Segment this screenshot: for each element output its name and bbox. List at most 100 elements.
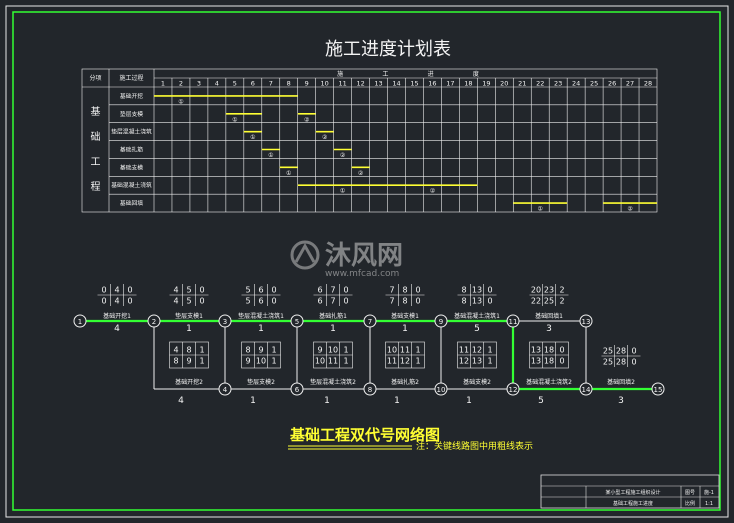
task-label: 基础开挖 [120, 92, 143, 100]
header-day-number: 23 [554, 80, 562, 88]
network-node [651, 382, 665, 396]
time-param-value: 11 [400, 346, 410, 355]
time-param-box [241, 341, 281, 369]
time-param-value: 0 [101, 297, 106, 306]
activity-duration: 1 [394, 396, 400, 406]
time-param-value: 1 [199, 346, 204, 355]
time-param-value: 8 [402, 297, 407, 306]
network-node [73, 314, 87, 328]
time-param-value: 1 [487, 357, 492, 366]
network-node [290, 382, 304, 396]
time-param-value: 8 [186, 346, 191, 355]
time-param-box [169, 341, 209, 369]
network-title: 基础工程双代号网络图 [289, 426, 440, 444]
network-node-label: 7 [368, 318, 372, 326]
activity-duration: 1 [330, 324, 336, 334]
header-duration-char: 工 [382, 71, 388, 78]
time-param-value: 6 [258, 286, 263, 295]
network-note: 注：关键线路图中用粗线表示 [416, 440, 533, 452]
header-day-number: 13 [374, 80, 382, 88]
time-param-value: 0 [415, 286, 420, 295]
header-day-number: 15 [410, 80, 418, 88]
network-node-label: 4 [223, 386, 228, 394]
header-day-number: 16 [428, 80, 436, 88]
header-day-number: 8 [287, 80, 291, 88]
time-param-value: 13 [472, 286, 482, 295]
time-param-value: 25 [603, 347, 613, 356]
activity-label: 基础回填1 [535, 312, 563, 320]
header-day-number: 28 [644, 80, 652, 88]
time-param-value: 12 [459, 357, 469, 366]
header-task: 施工过程 [119, 74, 143, 82]
network-node-label: 12 [509, 386, 518, 394]
time-param-value: 12 [472, 346, 482, 355]
schedule-title: 施工进度计划表 [325, 39, 451, 60]
activity-duration: 1 [250, 396, 256, 406]
task-label: 基础回填 [120, 199, 143, 207]
activity-duration: 1 [324, 396, 330, 406]
time-param-value: 0 [199, 297, 204, 306]
gantt-bar-label: ② [322, 134, 328, 141]
time-param-value: 13 [531, 357, 541, 366]
header-duration-char: 进 [428, 70, 434, 78]
network-node-label: 6 [295, 386, 300, 394]
time-param-value: 1 [415, 357, 420, 366]
header-day-number: 20 [500, 80, 508, 88]
network-node [218, 314, 232, 328]
time-param-value: 10 [387, 346, 397, 355]
activity-label: 基础扎筋2 [391, 378, 419, 386]
time-param-value: 4 [173, 286, 178, 295]
time-param-value: 4 [173, 346, 178, 355]
gantt-bar-label: ② [358, 170, 364, 177]
header-day-number: 7 [269, 80, 273, 88]
time-param-value: 0 [343, 297, 348, 306]
network-node-label: 13 [582, 318, 591, 326]
gantt-bar-label: ② [430, 188, 436, 195]
header-day-number: 21 [518, 80, 526, 88]
time-param-value: 13 [531, 346, 541, 355]
activity-duration: 5 [538, 396, 544, 406]
time-param-value: 7 [330, 297, 335, 306]
time-param-value: 1 [271, 357, 276, 366]
time-param-value: 8 [461, 286, 466, 295]
title-block-label-b: 比例 [685, 500, 695, 507]
header-day-number: 9 [305, 80, 309, 88]
time-param-value: 11 [328, 357, 338, 366]
network-node [579, 382, 593, 396]
time-param-value: 9 [245, 357, 250, 366]
time-param-value: 13 [472, 357, 482, 366]
task-label: 垫层支模 [120, 110, 143, 118]
activity-label: 基础支模2 [463, 378, 491, 386]
time-param-value: 11 [459, 346, 469, 355]
time-param-value: 8 [402, 286, 407, 295]
network-node-label: 14 [582, 386, 591, 394]
time-param-box [385, 341, 425, 369]
header-day-number: 5 [233, 80, 237, 88]
network-node [434, 314, 448, 328]
header-day-number: 22 [536, 80, 544, 88]
inner-frame [12, 11, 721, 511]
header-duration-char: 度 [473, 70, 479, 78]
time-param-value: 11 [387, 357, 397, 366]
network-node [363, 382, 377, 396]
header-day-number: 18 [464, 80, 472, 88]
time-param-value: 1 [415, 346, 420, 355]
activity-label: 基础开挖2 [175, 378, 203, 386]
group-label-char: 基 [91, 105, 101, 118]
watermark: 沐风网 www.mfcad.com [290, 240, 403, 279]
time-param-value: 20 [531, 286, 541, 295]
time-param-value: 7 [389, 297, 394, 306]
header-day-number: 12 [356, 80, 364, 88]
gantt-bar-label: ② [627, 206, 633, 213]
network-node [506, 382, 520, 396]
title-block-line1: 某小型工程施工组织设计 [605, 489, 660, 496]
header-day-number: 27 [626, 80, 634, 88]
time-param-value: 7 [389, 286, 394, 295]
network-node [363, 314, 377, 328]
time-param-value: 0 [127, 297, 132, 306]
activity-duration: 1 [258, 324, 264, 334]
header-day-number: 14 [392, 80, 400, 88]
network-node-label: 11 [509, 318, 518, 326]
activity-duration: 1 [186, 324, 192, 334]
